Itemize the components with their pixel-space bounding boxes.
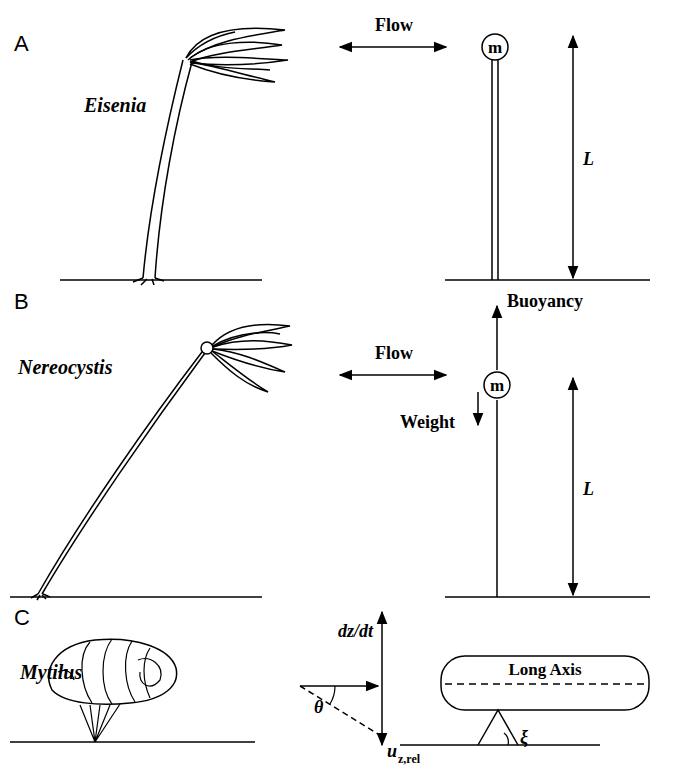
- mussel-outline: [441, 656, 649, 710]
- mass-label: m: [490, 377, 504, 394]
- blades: [211, 324, 292, 392]
- stipe: [143, 60, 183, 278]
- stipe-model: [496, 400, 498, 597]
- stipe: [42, 353, 205, 594]
- angle-arc: [330, 686, 335, 704]
- mass-circle: m: [481, 33, 509, 61]
- panel-letter: A: [14, 33, 29, 55]
- buoyancy-arrow: [496, 306, 498, 370]
- subscript-label: z,rel: [398, 753, 420, 765]
- force-label: Buoyancy: [507, 292, 583, 310]
- force-label: Weight: [400, 413, 455, 431]
- mussel-body: Long Axis: [440, 655, 650, 711]
- mass-circle: m: [483, 371, 511, 399]
- length-label: L: [583, 150, 594, 168]
- genus-name: Eisenia: [84, 95, 146, 115]
- ground-line: [10, 741, 255, 743]
- weight-arrow: [477, 392, 479, 425]
- flow-arrow: [340, 46, 446, 48]
- holdfast: [31, 594, 50, 600]
- length-label: L: [583, 480, 594, 498]
- support-strut: [478, 710, 518, 745]
- panel-letter: C: [14, 607, 30, 629]
- ground-line: [400, 744, 600, 746]
- stipe: [155, 62, 192, 278]
- flow-label: Flow: [375, 16, 413, 34]
- angle-label: ξ: [520, 728, 528, 746]
- flow-vector: [300, 685, 378, 687]
- long-axis-line: [445, 683, 645, 685]
- angle-arc: [504, 733, 508, 745]
- velocity-label: u: [387, 742, 397, 760]
- flow-label: Flow: [375, 344, 413, 362]
- mass-circle-outline: [484, 372, 510, 398]
- mass-label: m: [488, 39, 502, 56]
- angle-label: θ: [314, 698, 323, 716]
- stipe-model: [497, 60, 499, 280]
- length-arrow: [572, 36, 574, 278]
- byssus-threads: [80, 704, 120, 742]
- flow-arrow: [340, 374, 446, 376]
- ground-line: [445, 279, 650, 281]
- genus-name: Mytilus: [20, 662, 82, 682]
- holdfast: [133, 278, 164, 285]
- axis-label: Long Axis: [508, 661, 581, 678]
- length-arrow: [572, 378, 574, 595]
- panel-letter: B: [14, 291, 29, 313]
- velocity-arrow: [381, 612, 383, 745]
- ground-line: [445, 596, 650, 598]
- pneumatocyst: [201, 342, 213, 354]
- relative-flow-line: [300, 686, 378, 734]
- stipe-model: [491, 60, 493, 280]
- velocity-label: dz/dt: [338, 622, 373, 640]
- genus-name: Nereocystis: [18, 357, 112, 377]
- mass-circle-outline: [482, 34, 508, 60]
- blades: [186, 28, 288, 82]
